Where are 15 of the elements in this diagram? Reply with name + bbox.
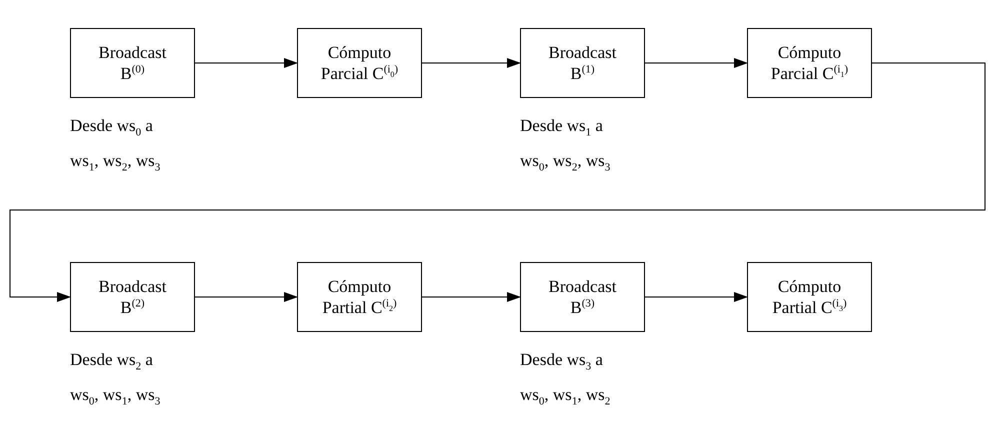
caption-text: Desde ws$_{1}$ a ws$_{0}$, ws$_{2}$, ws$_{3}$ xyxy=(520,115,612,176)
process-box: Broadcast B$^{(0)}$ xyxy=(70,28,195,98)
process-box: Broadcast B$^{(1)}$ xyxy=(520,28,645,98)
arrow xyxy=(194,58,298,68)
arrow xyxy=(644,292,748,302)
caption-text: Desde ws$_{2}$ a ws$_{0}$, ws$_{1}$, ws$_{3}$ xyxy=(70,349,162,410)
process-box: Broadcast B$^{(3)}$ xyxy=(520,262,645,332)
caption-text: Desde ws$_{0}$ a ws$_{1}$, ws$_{2}$, ws$_{3}$ xyxy=(70,115,162,176)
arrow xyxy=(644,58,748,68)
arrow xyxy=(422,292,521,302)
caption-text: Desde ws$_{3}$ a ws$_{0}$, ws$_{1}$, ws$_{2}$ xyxy=(520,349,612,410)
arrow xyxy=(422,58,521,68)
arrow xyxy=(10,62,986,302)
process-box: Broadcast B$^{(2)}$ xyxy=(70,262,195,332)
arrow xyxy=(194,292,298,302)
